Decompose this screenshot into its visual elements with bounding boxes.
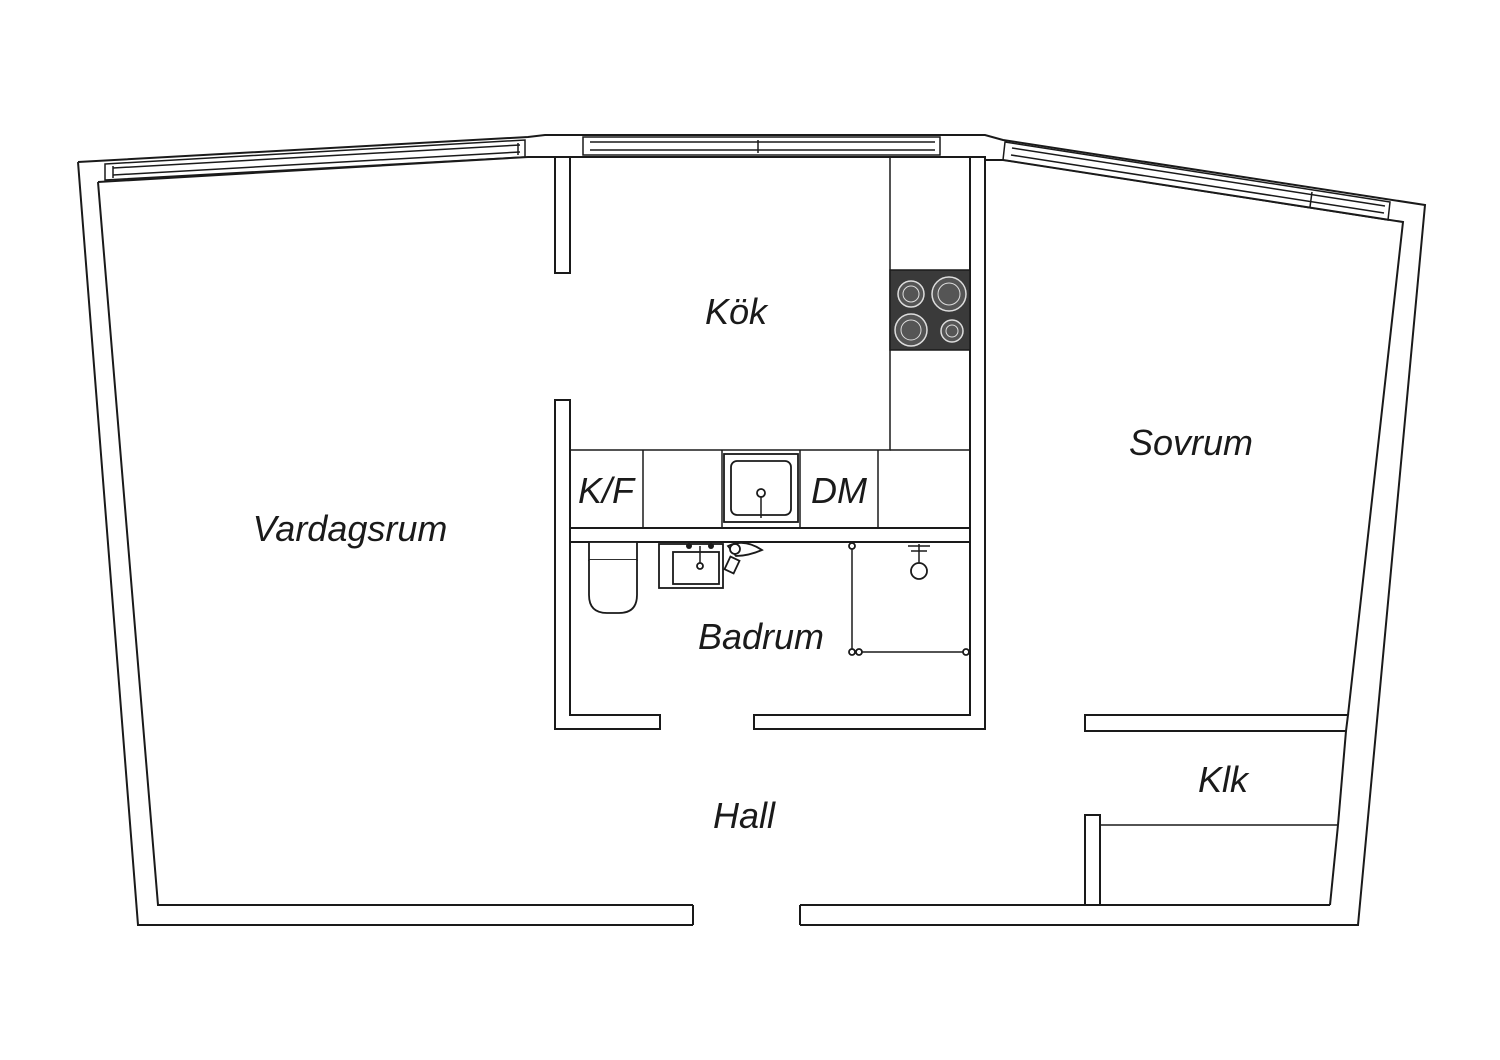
interior-walls (554, 156, 1350, 906)
toilet-icon (588, 541, 638, 614)
room-label-kf: K/F (578, 470, 636, 511)
valve-icon (723, 541, 764, 575)
room-label-dm: DM (811, 470, 867, 511)
kitchen-sink-icon (723, 453, 799, 523)
stove-icon (889, 269, 971, 351)
kitchen-counter (570, 157, 970, 528)
room-label-sovrum: Sovrum (1129, 422, 1253, 463)
room-label-klk: Klk (1198, 759, 1250, 800)
window-kok (582, 136, 941, 156)
room-label-kok: Kök (705, 291, 769, 332)
room-label-badrum: Badrum (698, 616, 824, 657)
window-sovrum (1002, 141, 1391, 221)
room-label-vardagsrum: Vardagsrum (253, 508, 448, 549)
bathroom-sink-icon (658, 543, 724, 589)
window-vardagsrum (104, 139, 526, 181)
room-label-hall: Hall (713, 795, 776, 836)
shower-icon (848, 542, 970, 656)
